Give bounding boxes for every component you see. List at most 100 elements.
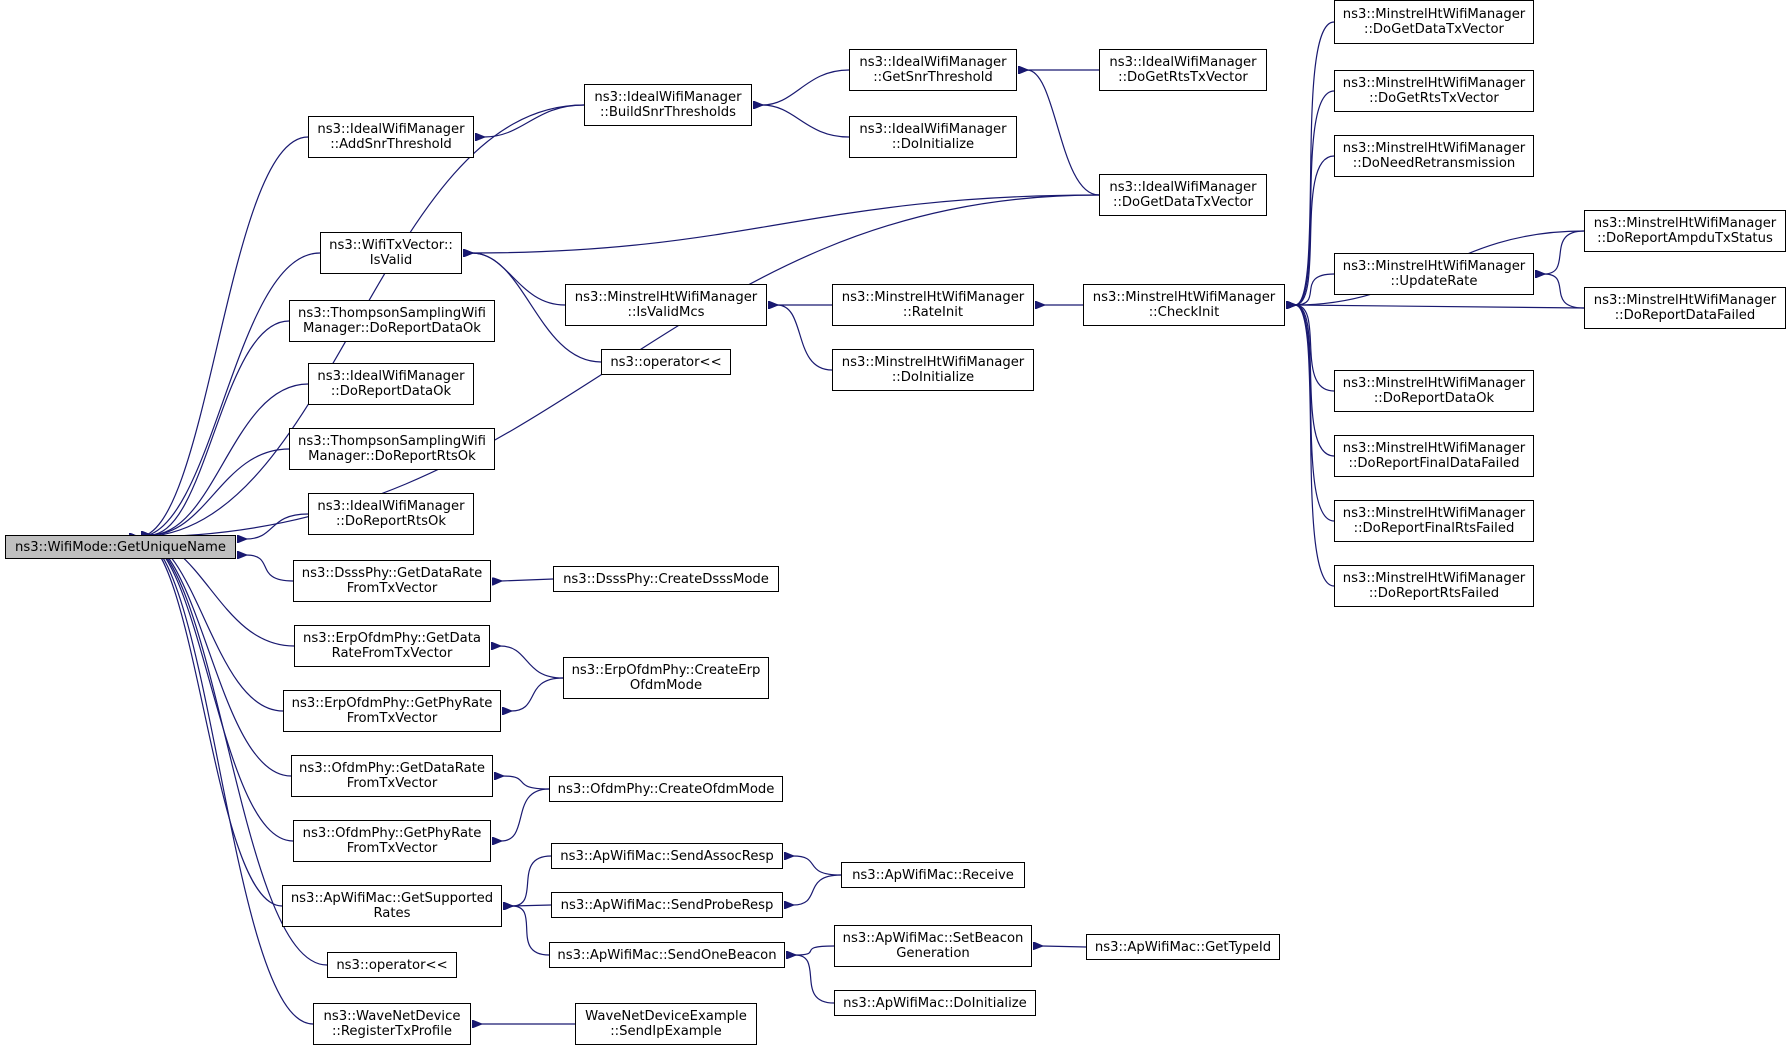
node-label: ns3::IdealWifiManager ::DoReportDataOk (317, 369, 465, 399)
call-edge (512, 905, 552, 906)
function-node[interactable]: ns3::MinstrelHtWifiManager ::DoGetDataTx… (1334, 0, 1534, 44)
function-node[interactable]: ns3::DsssPhy::CreateDsssMode (553, 566, 779, 592)
node-label: ns3::WaveNetDevice ::RegisterTxProfile (323, 1009, 461, 1039)
function-node[interactable]: ns3::IdealWifiManager ::GetSnrThreshold (849, 49, 1017, 91)
function-node[interactable]: ns3::ApWifiMac::SendOneBeacon (549, 942, 785, 968)
call-edge (138, 537, 314, 1025)
node-label: ns3::IdealWifiManager ::DoReportRtsOk (317, 499, 465, 529)
node-label: ns3::MinstrelHtWifiManager ::DoReportAmp… (1593, 216, 1777, 246)
call-edge (503, 776, 550, 790)
function-node[interactable]: ns3::MinstrelHtWifiManager ::UpdateRate (1334, 253, 1534, 295)
function-node[interactable]: ns3::ErpOfdmPhy::GetPhyRate FromTxVector (283, 690, 501, 732)
call-edge (512, 906, 550, 956)
call-edge (777, 305, 833, 371)
call-edge (138, 136, 309, 537)
call-edge (246, 513, 309, 539)
function-node[interactable]: ns3::MinstrelHtWifiManager ::CheckInit (1083, 284, 1285, 326)
function-node[interactable]: ns3::OfdmPhy::CreateOfdmMode (549, 776, 783, 802)
node-label: ns3::WifiTxVector:: IsValid (329, 238, 453, 268)
node-label: ns3::ApWifiMac::SetBeacon Generation (842, 931, 1024, 961)
function-node[interactable]: ns3::DsssPhy::GetDataRate FromTxVector (293, 560, 491, 602)
root-node: ns3::WifiMode::GetUniqueName (5, 535, 236, 559)
function-node[interactable]: ns3::MinstrelHtWifiManager ::IsValidMcs (565, 284, 767, 326)
function-node[interactable]: ns3::MinstrelHtWifiManager ::DoReportRts… (1334, 565, 1534, 607)
node-label: ns3::ApWifiMac::SendOneBeacon (557, 947, 777, 963)
call-edge (762, 105, 850, 138)
function-node[interactable]: ns3::WaveNetDevice ::RegisterTxProfile (313, 1003, 471, 1045)
node-label: ns3::IdealWifiManager ::AddSnrThreshold (317, 122, 465, 152)
function-node[interactable]: ns3::operator<< (601, 349, 731, 375)
call-edge (1295, 305, 1335, 587)
function-node[interactable]: ns3::IdealWifiManager ::AddSnrThreshold (308, 116, 474, 158)
function-node[interactable]: ns3::IdealWifiManager ::DoGetDataTxVecto… (1099, 174, 1267, 216)
call-edge (1295, 305, 1335, 457)
node-label: ns3::MinstrelHtWifiManager ::RateInit (841, 290, 1025, 320)
node-label: ns3::IdealWifiManager ::DoInitialize (859, 122, 1007, 152)
node-label: ns3::MinstrelHtWifiManager ::IsValidMcs (574, 290, 758, 320)
function-node[interactable]: WaveNetDeviceExample ::SendIpExample (575, 1003, 757, 1045)
function-node[interactable]: ns3::MinstrelHtWifiManager ::DoReportDat… (1334, 370, 1534, 412)
function-node[interactable]: ns3::MinstrelHtWifiManager ::DoInitializ… (832, 349, 1034, 391)
node-label: ns3::MinstrelHtWifiManager ::UpdateRate (1342, 259, 1526, 289)
call-edge (500, 646, 564, 679)
function-node[interactable]: ns3::ApWifiMac::SendAssocResp (551, 843, 783, 869)
function-node[interactable]: ns3::MinstrelHtWifiManager ::DoGetRtsTxV… (1334, 70, 1534, 112)
node-label: WaveNetDeviceExample ::SendIpExample (585, 1009, 747, 1039)
function-node[interactable]: ns3::ApWifiMac::SetBeacon Generation (834, 925, 1032, 967)
function-node[interactable]: ns3::MinstrelHtWifiManager ::DoReportAmp… (1584, 210, 1786, 252)
function-node[interactable]: ns3::ApWifiMac::Receive (841, 862, 1025, 888)
call-edge (138, 537, 328, 966)
call-edge (472, 253, 602, 363)
function-node[interactable]: ns3::MinstrelHtWifiManager ::RateInit (832, 284, 1034, 326)
node-label: ns3::ThompsonSamplingWifi Manager::DoRep… (298, 434, 486, 464)
function-node[interactable]: ns3::MinstrelHtWifiManager ::DoReportFin… (1334, 435, 1534, 477)
function-node[interactable]: ns3::ErpOfdmPhy::CreateErp OfdmMode (563, 657, 769, 699)
call-edge (501, 788, 550, 841)
node-label: ns3::ApWifiMac::SendAssocResp (560, 848, 774, 864)
node-label: ns3::OfdmPhy::GetDataRate FromTxVector (298, 761, 485, 791)
node-label: ns3::MinstrelHtWifiManager ::DoReportDat… (1342, 376, 1526, 406)
function-node[interactable]: ns3::WifiTxVector:: IsValid (320, 232, 462, 274)
node-label: ns3::ErpOfdmPhy::GetPhyRate FromTxVector (291, 696, 493, 726)
node-label: ns3::MinstrelHtWifiManager ::DoReportDat… (1593, 293, 1777, 323)
function-node[interactable]: ns3::IdealWifiManager ::DoReportDataOk (308, 363, 474, 405)
node-label: ns3::ApWifiMac::GetTypeId (1094, 939, 1272, 955)
call-edge (138, 252, 321, 537)
call-edge (793, 874, 842, 905)
call-edge (795, 955, 835, 1004)
node-label: ns3::MinstrelHtWifiManager ::DoInitializ… (841, 355, 1025, 385)
function-node[interactable]: ns3::IdealWifiManager ::DoInitialize (849, 116, 1017, 158)
function-node[interactable]: ns3::ThompsonSamplingWifi Manager::DoRep… (289, 300, 495, 342)
function-node[interactable]: ns3::IdealWifiManager ::BuildSnrThreshol… (584, 84, 752, 126)
function-node[interactable]: ns3::ThompsonSamplingWifi Manager::DoRep… (289, 428, 495, 470)
node-label: ns3::IdealWifiManager ::DoGetDataTxVecto… (1109, 180, 1257, 210)
function-node[interactable]: ns3::ApWifiMac::GetTypeId (1086, 934, 1280, 960)
call-edge (472, 194, 1100, 253)
call-edge (1544, 230, 1585, 274)
call-edge (246, 555, 294, 582)
function-node[interactable]: ns3::IdealWifiManager ::DoGetRtsTxVector (1099, 49, 1267, 91)
node-label: ns3::IdealWifiManager ::GetSnrThreshold (859, 55, 1007, 85)
node-label: ns3::ApWifiMac::GetSupported Rates (290, 891, 494, 921)
node-label: ns3::ErpOfdmPhy::CreateErp OfdmMode (571, 663, 761, 693)
call-edge (150, 320, 290, 535)
function-node[interactable]: ns3::ApWifiMac::GetSupported Rates (282, 885, 502, 927)
node-label: ns3::MinstrelHtWifiManager ::DoReportRts… (1342, 571, 1526, 601)
function-node[interactable]: ns3::ErpOfdmPhy::GetData RateFromTxVecto… (294, 625, 490, 667)
function-node[interactable]: ns3::ApWifiMac::DoInitialize (834, 990, 1036, 1016)
node-label: ns3::MinstrelHtWifiManager ::DoReportFin… (1342, 441, 1526, 471)
function-node[interactable]: ns3::MinstrelHtWifiManager ::DoReportDat… (1584, 287, 1786, 329)
function-node[interactable]: ns3::ApWifiMac::SendProbeResp (551, 892, 783, 918)
call-edge (150, 383, 309, 535)
function-node[interactable]: ns3::operator<< (327, 952, 457, 978)
function-node[interactable]: ns3::OfdmPhy::GetDataRate FromTxVector (291, 755, 493, 797)
node-label: ns3::ApWifiMac::DoInitialize (843, 995, 1027, 1011)
function-node[interactable]: ns3::MinstrelHtWifiManager ::DoNeedRetra… (1334, 135, 1534, 177)
function-node[interactable]: ns3::OfdmPhy::GetPhyRate FromTxVector (293, 820, 491, 862)
node-label: ns3::ApWifiMac::SendProbeResp (560, 897, 774, 913)
call-edge (150, 448, 290, 535)
function-node[interactable]: ns3::IdealWifiManager ::DoReportRtsOk (308, 493, 474, 535)
function-node[interactable]: ns3::MinstrelHtWifiManager ::DoReportFin… (1334, 500, 1534, 542)
node-label: ns3::MinstrelHtWifiManager ::DoNeedRetra… (1342, 141, 1526, 171)
